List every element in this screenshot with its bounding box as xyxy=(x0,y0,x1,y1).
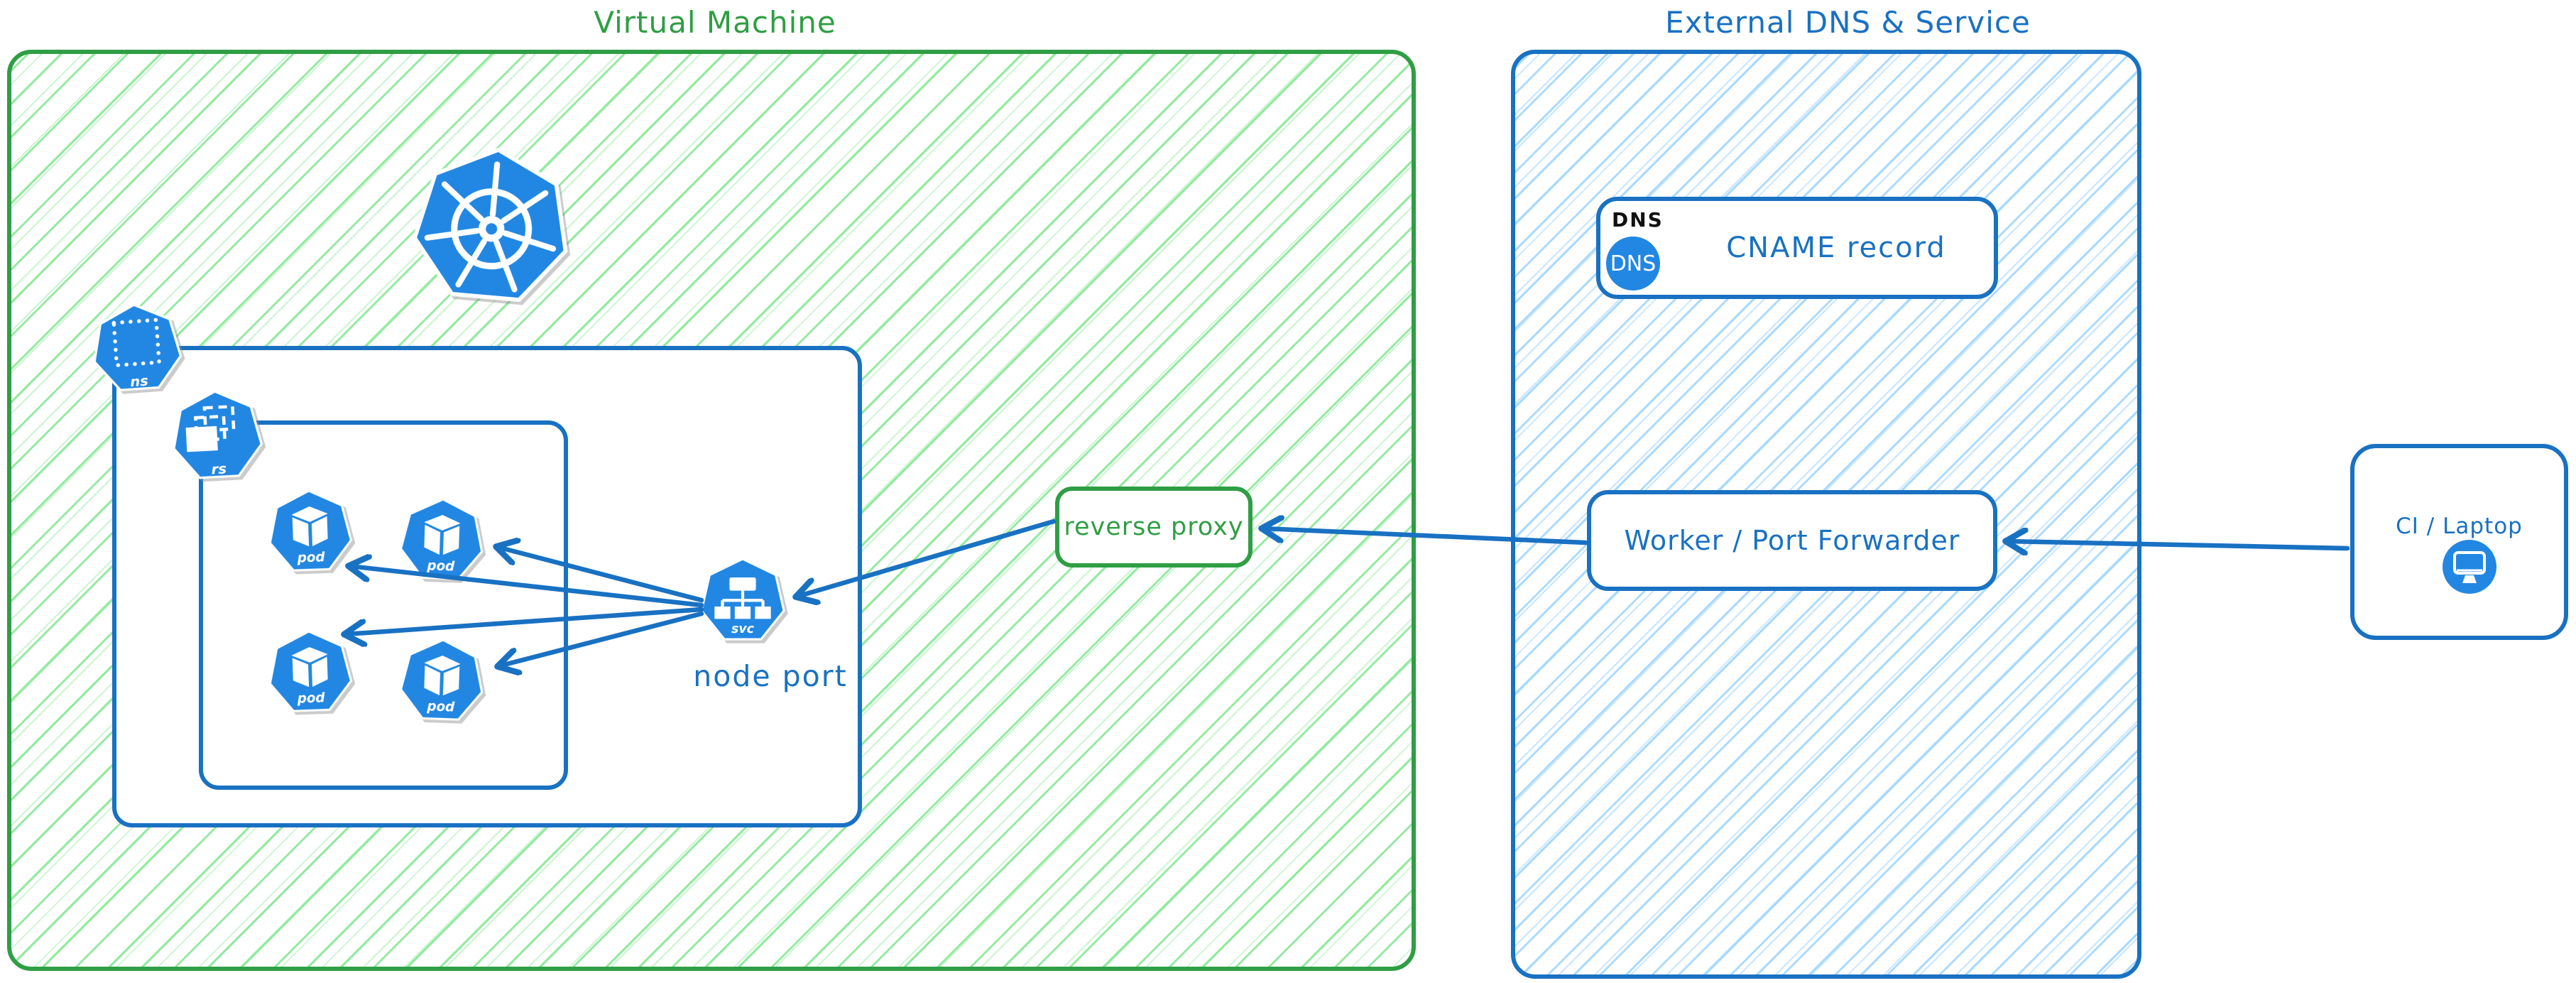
dns-box: DNS DNS CNAME record xyxy=(1596,197,1998,299)
virtual-machine-title: Virtual Machine xyxy=(548,4,882,41)
external-dns-service-title: External DNS & Service xyxy=(1654,4,2041,41)
svg-text:ns: ns xyxy=(129,372,148,390)
pod-icon: pod xyxy=(266,628,355,722)
cname-record-label: CNAME record xyxy=(1726,232,1946,264)
dns-tag-label: DNS xyxy=(1612,208,1664,232)
svg-text:pod: pod xyxy=(426,558,455,574)
ci-laptop-box: CI / Laptop xyxy=(2350,444,2568,640)
svg-text:svc: svc xyxy=(731,622,755,636)
svg-text:pod: pod xyxy=(296,550,325,565)
monitor-icon xyxy=(2443,540,2496,594)
svg-text:rs: rs xyxy=(211,461,227,478)
ci-laptop-label: CI / Laptop xyxy=(2396,514,2523,539)
reverse-proxy-box: reverse proxy xyxy=(1055,487,1252,567)
svg-text:pod: pod xyxy=(296,690,325,706)
service-icon: svc xyxy=(699,557,787,649)
worker-port-forwarder-label: Worker / Port Forwarder xyxy=(1624,525,1960,556)
worker-port-forwarder-box: Worker / Port Forwarder xyxy=(1587,490,1997,591)
pod-icon: pod xyxy=(397,636,486,730)
reverse-proxy-label: reverse proxy xyxy=(1064,513,1244,541)
dns-icon: DNS xyxy=(1606,237,1660,290)
replicaset-icon: rs xyxy=(168,387,266,490)
kubernetes-logo-icon xyxy=(403,140,579,322)
pod-icon: pod xyxy=(266,487,355,581)
namespace-icon: ns xyxy=(87,300,186,403)
pod-icon: pod xyxy=(397,496,486,590)
node-port-label: node port xyxy=(693,659,848,693)
svg-text:pod: pod xyxy=(426,699,455,715)
